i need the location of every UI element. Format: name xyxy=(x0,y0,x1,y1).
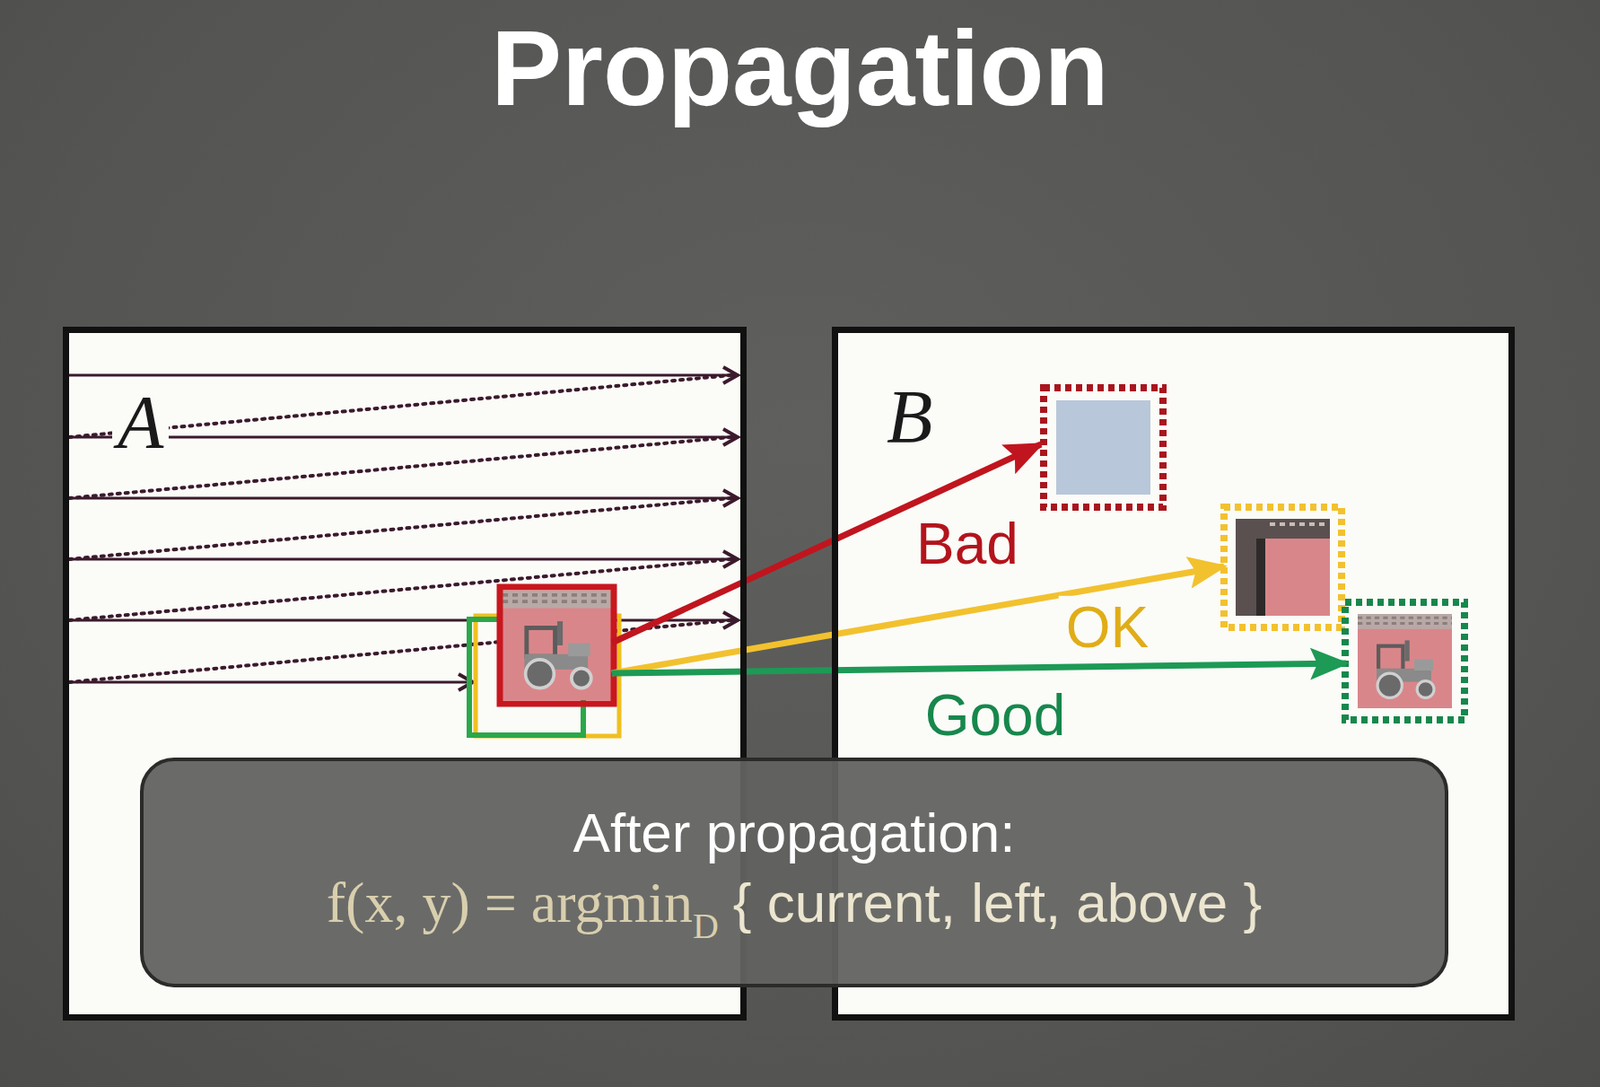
caption-box: After propagation:f(x, y) = argminD { cur… xyxy=(139,757,1449,988)
text-line: f(x, y) = argminD { current, left, above … xyxy=(326,866,1262,947)
patch-bad xyxy=(1043,387,1163,508)
patch-ok xyxy=(1224,507,1342,628)
patch-a xyxy=(469,586,620,736)
panel-letter: B xyxy=(881,377,938,457)
edge-label: Good xyxy=(918,683,1074,747)
edge-label: OK xyxy=(1058,595,1156,659)
match-arrow xyxy=(612,444,1041,643)
formula: { current, left, above } xyxy=(733,871,1262,934)
formula-subscript: D xyxy=(692,905,719,946)
panel-letter: A xyxy=(112,383,169,463)
slide-title: Propagation xyxy=(0,7,1600,130)
edge-label: Bad xyxy=(909,512,1026,576)
caption-heading: After propagation: xyxy=(573,801,1016,864)
match-arrow xyxy=(612,663,1347,674)
scan-lines xyxy=(69,375,738,682)
match-arrow xyxy=(612,566,1225,674)
text-line: A xyxy=(112,383,169,463)
patch-good xyxy=(1345,602,1465,720)
text-line: B xyxy=(881,377,938,457)
text-line: After propagation: xyxy=(573,797,1016,868)
formula: f(x, y) = argmin xyxy=(326,870,693,935)
